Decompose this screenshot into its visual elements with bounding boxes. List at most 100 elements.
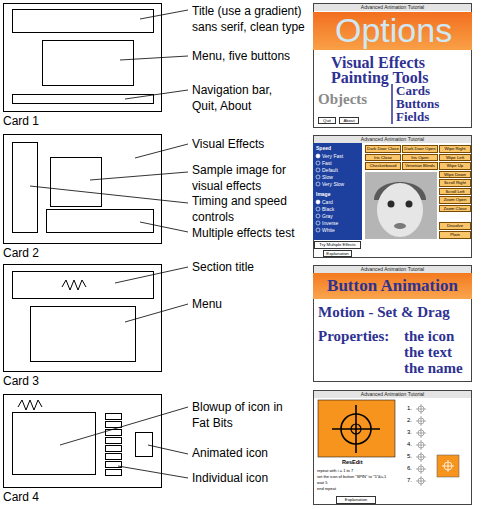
wireframe-icon: [106, 414, 122, 420]
nav-button: Quit: [318, 117, 336, 124]
frame-number: 3.: [407, 429, 412, 436]
button-text: Dissolve: [440, 223, 470, 229]
callout-label: Title (use a gradient) sans serif, clean…: [192, 3, 317, 35]
leader-line: [60, 407, 188, 445]
screen-window: Advanced Animation TutorialSpeedVery Fas…: [313, 135, 472, 258]
effect-button: Plain: [439, 231, 471, 239]
button-text: Scroll Right: [440, 180, 470, 186]
button-text: Zoom Close: [440, 206, 470, 212]
wireframe-icon: [106, 446, 122, 452]
control-panel: SpeedVery FastFastDefaultSlowVery SlowIm…: [313, 143, 362, 240]
title-band: Options: [313, 12, 472, 50]
callout-label: Section title: [192, 259, 342, 275]
frame-number: 4.: [407, 441, 412, 448]
wireframe-icon: [106, 470, 122, 476]
zigzag-mark: [62, 280, 86, 290]
wireframe-box: [13, 10, 154, 33]
callout-label: Sample image for visual effects: [192, 162, 302, 194]
effect-button: Zoom Open: [439, 196, 471, 204]
frame-number: 6.: [407, 465, 412, 472]
button-text: Scroll Left: [440, 189, 470, 195]
leader-line: [148, 445, 188, 454]
button-text: Wipe Left: [440, 155, 470, 161]
frame-number: 5.: [407, 453, 412, 460]
leader-line: [140, 10, 188, 19]
card-label: Card 4: [3, 491, 39, 505]
window-title: Advanced Animation Tutorial: [314, 136, 471, 143]
card-label: Card 1: [3, 115, 39, 129]
wireframe-box: [136, 433, 153, 457]
menu-item: Objects: [318, 91, 367, 108]
menu-item: the text: [404, 344, 452, 361]
effect-button: Dissolve: [439, 222, 471, 230]
effect-button: Wipe Down: [439, 171, 471, 179]
screen-window: Advanced Animation TutorialMotion - Set …: [313, 265, 472, 382]
callout-label: Visual Effects: [192, 136, 342, 152]
card-label: Card 3: [3, 375, 39, 389]
icon-caption: ResEdit: [342, 459, 362, 465]
leader-lines: [30, 10, 188, 478]
window-title: Advanced Animation Tutorial: [314, 266, 471, 273]
wireframe-parts: [13, 10, 154, 476]
button-text: Dark Door Open: [403, 146, 437, 152]
wireframe-box: [13, 95, 154, 104]
button-text: Wipe Up: [440, 163, 470, 169]
control-option: Slow: [322, 174, 333, 180]
wireframe-box: [43, 41, 134, 86]
card-wireframe: Card 4: [3, 394, 162, 488]
effect-button: Wipe Left: [439, 154, 471, 162]
button-text: Dark Door Close: [366, 146, 400, 152]
wireframe-box: [13, 143, 38, 233]
button-text: Wipe Right: [440, 146, 470, 152]
nav-button: About: [339, 117, 359, 124]
menu-item: the icon: [404, 328, 454, 345]
button-text: Plain: [440, 232, 470, 238]
effect-button: Iris Open: [402, 154, 438, 162]
control-option: Black: [322, 206, 334, 212]
menu-item: Properties:: [318, 328, 389, 345]
wireframe-box: [13, 413, 96, 475]
control-option: Very Fast: [322, 153, 343, 159]
wireframe-box: [31, 307, 136, 362]
test-button: Try Multiple Effects: [314, 241, 361, 249]
frame-number: 7.: [407, 477, 412, 484]
card-wireframe: Card 1: [3, 3, 162, 112]
frame-number: 1.: [407, 405, 412, 412]
wireframe-box: [13, 272, 154, 299]
callout-label: Blowup of icon in Fat Bits: [192, 399, 297, 431]
button-text: Explanation: [324, 251, 351, 256]
screen-window: Advanced Animation TutorialResEditrepeat…: [313, 390, 472, 505]
nav-button: Explanation: [336, 496, 376, 504]
wireframe-icon: [106, 462, 122, 468]
script-line: set the icon of button "SPIN" to "5"&i+1: [317, 474, 386, 479]
wireframe-icon: [106, 454, 122, 460]
callout-label: Animated icon: [192, 445, 342, 461]
zigzag-mark: [18, 400, 42, 410]
callout-label: Individual icon: [192, 470, 342, 486]
effect-button: Wipe Right: [439, 145, 471, 153]
section-band: Button Animation: [313, 273, 472, 299]
script-line: end repeat: [317, 486, 336, 491]
button-text: Checkerboard: [366, 163, 400, 169]
card-wireframe: Card 3: [3, 264, 162, 372]
leader-line: [125, 304, 188, 322]
menu-item: Fields: [396, 110, 429, 125]
window-title: Advanced Animation Tutorial: [314, 391, 471, 398]
screen-window: Advanced Animation TutorialVisual Effect…: [313, 3, 472, 128]
wireframe-box: [47, 210, 154, 233]
effect-button: Scroll Right: [439, 179, 471, 187]
card-label: Card 2: [3, 247, 39, 261]
control-option: Card: [322, 199, 333, 205]
effect-button: Wipe Up: [439, 162, 471, 170]
leader-line: [120, 56, 188, 60]
leader-line: [125, 90, 188, 99]
button-text: Iris Close: [366, 155, 400, 161]
control-option: Inverse: [322, 220, 338, 226]
callout-label: Menu: [192, 296, 342, 312]
button-text: Try Multiple Effects: [315, 242, 360, 248]
effect-button: Checkerboard: [365, 162, 401, 170]
control-option: White: [322, 227, 335, 233]
button-text: Zoom Open: [440, 197, 470, 203]
effect-button: Zoom Close: [439, 205, 471, 213]
button-text: Wipe Down: [440, 172, 470, 178]
